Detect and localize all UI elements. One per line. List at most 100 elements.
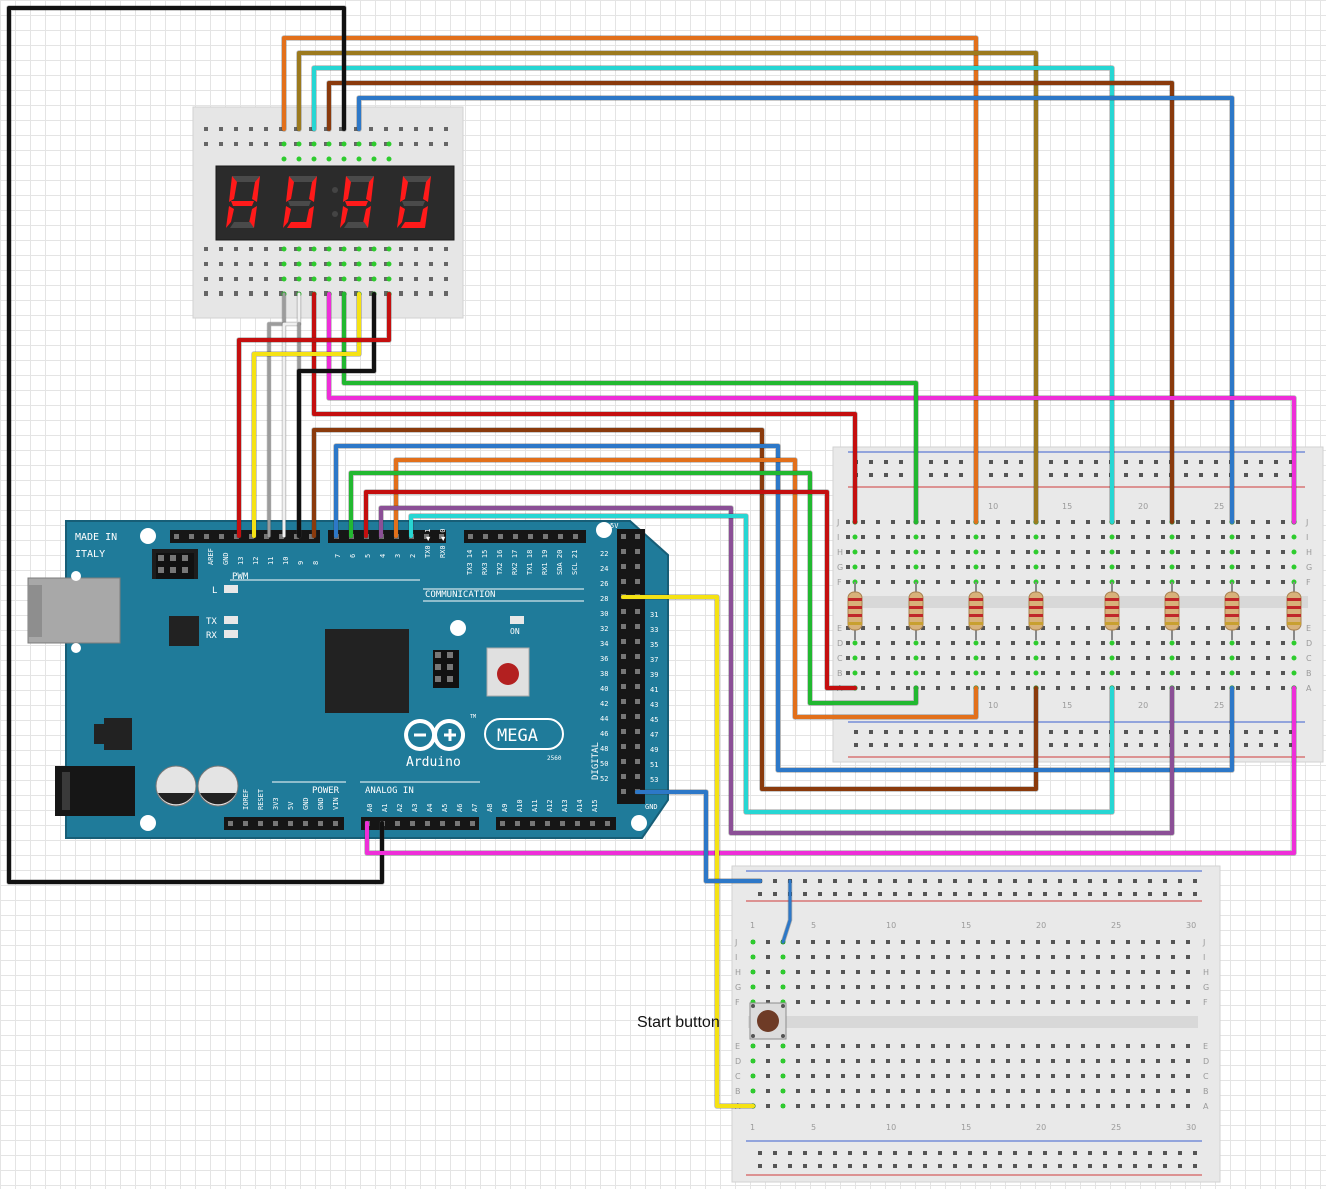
breadboard-hole <box>1139 743 1143 747</box>
breadboard-hole <box>871 1104 875 1108</box>
active-hole <box>281 276 287 282</box>
header-pin <box>635 669 640 674</box>
breadboard-hole <box>1013 879 1017 883</box>
header-pin <box>303 821 308 826</box>
header-pin <box>500 821 505 826</box>
wire-olive-top <box>297 51 1038 524</box>
breadboard-hole <box>946 1000 950 1004</box>
breadboard-hole <box>946 1089 950 1093</box>
breadboard-hole <box>1161 580 1165 584</box>
breadboard-hole <box>1156 1059 1160 1063</box>
breadboard-hole <box>1094 473 1098 477</box>
breadboard-hole <box>1154 460 1158 464</box>
breadboard-hole <box>384 262 388 266</box>
breadboard-hole <box>766 955 770 959</box>
breadboard-hole <box>414 142 418 146</box>
breadboard-hole <box>856 955 860 959</box>
breadboard-hole <box>861 686 865 690</box>
breadboard-hole <box>1163 892 1167 896</box>
breadboard-hole <box>1236 535 1240 539</box>
breadboard-hole <box>1133 879 1137 883</box>
breadboard-hole <box>1096 1074 1100 1078</box>
breadboard-hole <box>1011 671 1015 675</box>
breadboard-hole <box>961 1104 965 1108</box>
breadboard-hole <box>1043 879 1047 883</box>
breadboard-hole <box>1081 985 1085 989</box>
breadboard-hole <box>921 626 925 630</box>
breadboard-hole <box>981 641 985 645</box>
breadboard-hole <box>976 985 980 989</box>
breadboard-hole <box>1146 656 1150 660</box>
display-segment <box>249 206 257 228</box>
breadboard-hole <box>1161 565 1165 569</box>
breadboard-hole <box>981 671 985 675</box>
display-segment <box>289 176 317 182</box>
breadboard-hole <box>1066 1000 1070 1004</box>
breadboard-hole <box>1236 565 1240 569</box>
breadboard-hole <box>1126 955 1130 959</box>
breadboard-hole <box>1184 743 1188 747</box>
breadboard-hole <box>1186 1074 1190 1078</box>
breadboard-hole <box>908 879 912 883</box>
header-pin <box>515 821 520 826</box>
breadboard-hole <box>803 892 807 896</box>
breadboard-hole <box>951 656 955 660</box>
breadboard-hole <box>996 535 1000 539</box>
breadboard-hole <box>758 1164 762 1168</box>
breadboard-hole <box>1266 565 1270 569</box>
breadboard-hole <box>773 879 777 883</box>
breadboard-hole <box>884 460 888 464</box>
breadboard-hole <box>1036 1104 1040 1108</box>
breadboard-hole <box>1171 1089 1175 1093</box>
breadboard-hole <box>1266 656 1270 660</box>
breadboard-hole <box>861 550 865 554</box>
breadboard-hole <box>1056 686 1060 690</box>
header-pin <box>558 534 563 539</box>
breadboard-hole <box>961 970 965 974</box>
breadboard-hole <box>234 291 238 295</box>
breadboard-hole <box>983 1164 987 1168</box>
row-letter: F <box>1203 998 1208 1007</box>
breadboard-hole <box>878 892 882 896</box>
breadboard-hole <box>998 892 1002 896</box>
breadboard-hole <box>279 262 283 266</box>
active-hole <box>780 1103 786 1109</box>
pin-label: 7 <box>334 554 342 558</box>
breadboard-hole <box>1116 520 1120 524</box>
column-number: 25 <box>1111 1123 1121 1132</box>
start-push-button[interactable] <box>749 1002 787 1040</box>
active-hole <box>1033 655 1039 661</box>
breadboard-hole <box>219 277 223 281</box>
active-hole <box>281 156 287 162</box>
row-letter: H <box>837 548 843 557</box>
breadboard-hole <box>324 277 328 281</box>
breadboard-hole <box>1289 473 1293 477</box>
breadboard-hole <box>758 892 762 896</box>
breadboard-hole <box>279 291 283 295</box>
breadboard-hole <box>204 127 208 131</box>
breadboard-hole <box>1126 1089 1130 1093</box>
breadboard-hole <box>803 1151 807 1155</box>
breadboard-hole <box>1281 550 1285 554</box>
pin-label: AREF <box>207 548 215 565</box>
breadboard-hole <box>766 1104 770 1108</box>
header-pin <box>309 534 314 539</box>
breadboard-hole <box>1274 743 1278 747</box>
breadboard-hole <box>1011 656 1015 660</box>
pin-label: RX3 15 <box>481 550 489 575</box>
breadboard-hole <box>991 1059 995 1063</box>
breadboard-hole <box>921 520 925 524</box>
breadboard-hole <box>796 1104 800 1108</box>
breadboard-hole <box>429 277 433 281</box>
active-hole <box>750 984 756 990</box>
row-letter: B <box>1203 1087 1209 1096</box>
active-hole <box>1109 655 1115 661</box>
breadboard-hole <box>264 277 268 281</box>
breadboard-hole <box>444 291 448 295</box>
led-tx-label: TX <box>206 617 217 627</box>
pin-label: RX1 19 <box>541 550 549 575</box>
header-pin <box>498 534 503 539</box>
breadboard-hole <box>861 520 865 524</box>
breadboard-hole <box>1251 686 1255 690</box>
microcontroller-chip <box>325 629 409 713</box>
